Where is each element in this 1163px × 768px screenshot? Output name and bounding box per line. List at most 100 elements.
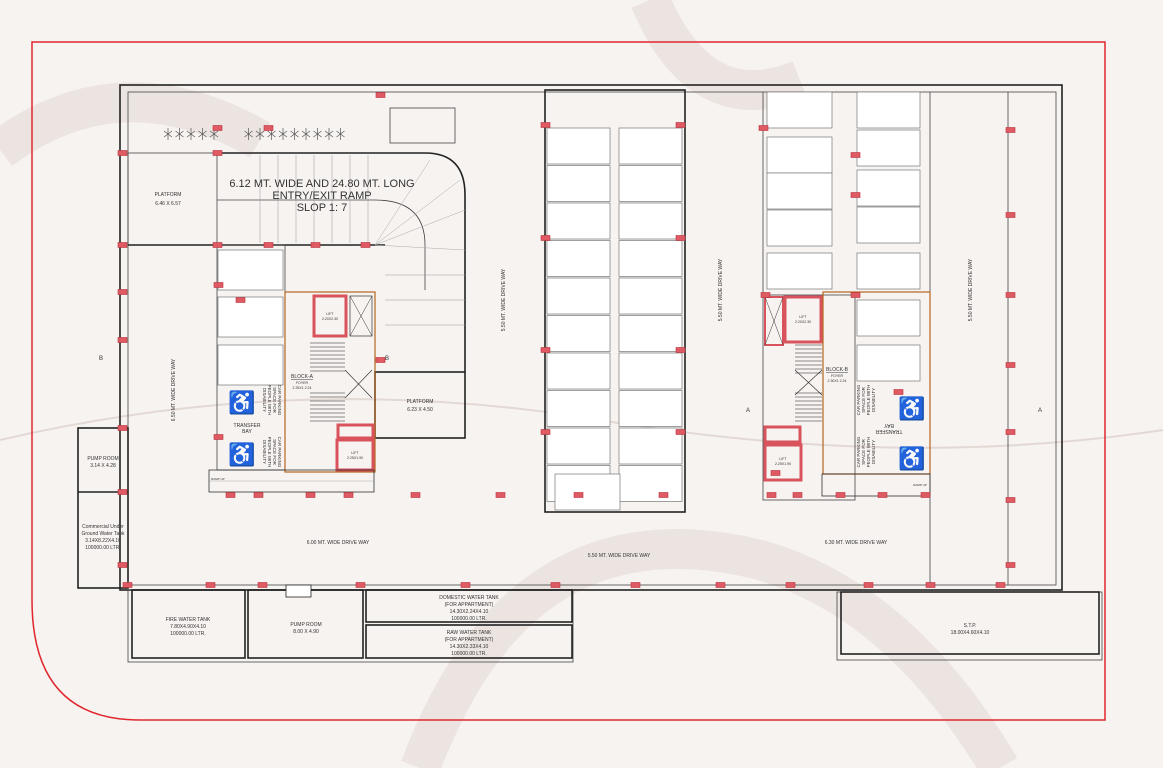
column bbox=[1005, 362, 1016, 368]
driveway-left-label: 6.50 MT. WIDE DRIVE WAY bbox=[171, 358, 177, 421]
column bbox=[920, 492, 931, 498]
column bbox=[760, 292, 771, 298]
marker-b-left: B bbox=[99, 356, 103, 362]
driveway-right1-label: 5.50 MT. WIDE DRIVE WAY bbox=[718, 258, 724, 321]
pump-room-left-size: 3.14 X 4.28 bbox=[90, 463, 116, 469]
lift-a-bottom bbox=[335, 438, 375, 472]
accessible-parking-a1: CAR PARKING SPACE FOR PEOPLE WITH DISABI… bbox=[262, 384, 282, 416]
transfer-bay-a: TRANSFER bbox=[234, 423, 261, 429]
column bbox=[117, 337, 128, 343]
stair-landing bbox=[344, 369, 373, 399]
parking-bay bbox=[618, 427, 683, 465]
column bbox=[117, 242, 128, 248]
commercial-tank-line2: Ground Water Tank bbox=[81, 531, 125, 537]
column bbox=[893, 389, 904, 395]
column bbox=[117, 289, 128, 295]
ramp-up-a: RAMP UP bbox=[211, 477, 225, 481]
lift-a-top bbox=[312, 294, 348, 338]
parking-bay bbox=[618, 127, 683, 165]
parking-bay bbox=[546, 127, 611, 165]
column bbox=[122, 582, 133, 588]
column bbox=[253, 492, 264, 498]
column bbox=[792, 492, 803, 498]
accessible-parking-b1: CAR PARKING SPACE FOR PEOPLE WITH DISABI… bbox=[856, 384, 876, 416]
column bbox=[675, 429, 686, 435]
tree-icon bbox=[186, 128, 196, 140]
accessible-parking-b2: CAR PARKING SPACE FOR PEOPLE WITH DISABI… bbox=[856, 436, 876, 468]
pump-room-bottom-size: 8.00 X 4.90 bbox=[293, 629, 319, 635]
raw-tank-size: 14.30X2.33X4.10 bbox=[450, 644, 489, 650]
lift-a-bottom-size: 2.25X1.90 bbox=[347, 456, 363, 460]
parking-bay bbox=[546, 427, 611, 465]
fire-water-tank bbox=[131, 589, 246, 659]
domestic-tank-note: (FOR APPARTMENT) bbox=[445, 602, 494, 608]
parking-bay bbox=[618, 240, 683, 277]
wheelchair-icon: ♿ bbox=[228, 442, 255, 467]
parking-bay bbox=[618, 202, 683, 240]
column bbox=[877, 492, 888, 498]
lift-b-bottom bbox=[763, 443, 803, 482]
column bbox=[1005, 429, 1016, 435]
tree-icon bbox=[324, 128, 334, 140]
column bbox=[117, 562, 128, 568]
column bbox=[213, 282, 224, 288]
parking-bay bbox=[766, 209, 833, 247]
column bbox=[758, 125, 769, 131]
driveway-bottom-left-label: 6.00 MT. WIDE DRIVE WAY bbox=[307, 540, 370, 546]
transfer-bay-b: TRANSFER bbox=[875, 428, 902, 434]
tree-icon bbox=[175, 128, 184, 140]
fire-tank-capacity: 100000.00 LTR. bbox=[170, 631, 206, 637]
lift-a-top-size: 2.20X2.30 bbox=[322, 317, 338, 321]
column bbox=[675, 122, 686, 128]
parking-bay bbox=[618, 277, 683, 315]
commercial-tank-capacity: 100000.00 LTR. bbox=[85, 545, 121, 551]
column bbox=[205, 582, 216, 588]
driveway-right2-label: 5.50 MT. WIDE DRIVE WAY bbox=[968, 258, 974, 321]
ramp-line2: ENTRY/EXIT RAMP bbox=[272, 190, 371, 202]
column bbox=[355, 582, 366, 588]
parking-bay bbox=[546, 277, 611, 315]
left-annex bbox=[77, 427, 129, 589]
column bbox=[785, 582, 796, 588]
parking-bay bbox=[618, 390, 683, 427]
structural-columns bbox=[117, 92, 1016, 588]
tree-icon bbox=[290, 128, 299, 140]
column bbox=[675, 235, 686, 241]
parking-bay bbox=[856, 206, 921, 244]
ramp-up-b: RAMP UP bbox=[913, 483, 927, 487]
column bbox=[540, 122, 551, 128]
top-box bbox=[389, 107, 456, 144]
column bbox=[630, 582, 641, 588]
column bbox=[460, 582, 471, 588]
column bbox=[995, 582, 1006, 588]
platform-left-size: 6.46 X 6.57 bbox=[155, 201, 181, 207]
parking-bay bbox=[546, 165, 611, 202]
pump-room-left-name: PUMP ROOM bbox=[87, 456, 118, 462]
tree-icon bbox=[278, 128, 288, 140]
parking-bay bbox=[766, 91, 833, 129]
parking-bay bbox=[546, 352, 611, 390]
column bbox=[257, 582, 268, 588]
tree-icon bbox=[313, 128, 322, 140]
block-b-title: BLOCK-B bbox=[826, 367, 849, 373]
column bbox=[1005, 497, 1016, 503]
transfer-bay-a-2: BAY bbox=[242, 429, 252, 435]
transfer-bay-b-2: BAY bbox=[884, 422, 894, 428]
column bbox=[410, 492, 421, 498]
tree-row bbox=[163, 128, 345, 140]
raw-tank-note: (FOR APPARTMENT) bbox=[445, 637, 494, 643]
column bbox=[343, 492, 354, 498]
column bbox=[212, 150, 223, 156]
parking-bay bbox=[217, 296, 284, 338]
lift-a-top-label: LIFT bbox=[326, 312, 334, 316]
column bbox=[235, 297, 246, 303]
column bbox=[540, 235, 551, 241]
raw-tank-capacity: 100000.00 LTR. bbox=[451, 651, 487, 657]
column bbox=[573, 492, 584, 498]
block-a-title: BLOCK-A bbox=[291, 374, 314, 380]
stp-size: 18.00X4.60X4.10 bbox=[951, 630, 990, 636]
block-a-foyer: FOYER bbox=[296, 381, 309, 385]
column bbox=[1005, 292, 1016, 298]
column bbox=[835, 492, 846, 498]
tree-icon bbox=[336, 128, 345, 140]
